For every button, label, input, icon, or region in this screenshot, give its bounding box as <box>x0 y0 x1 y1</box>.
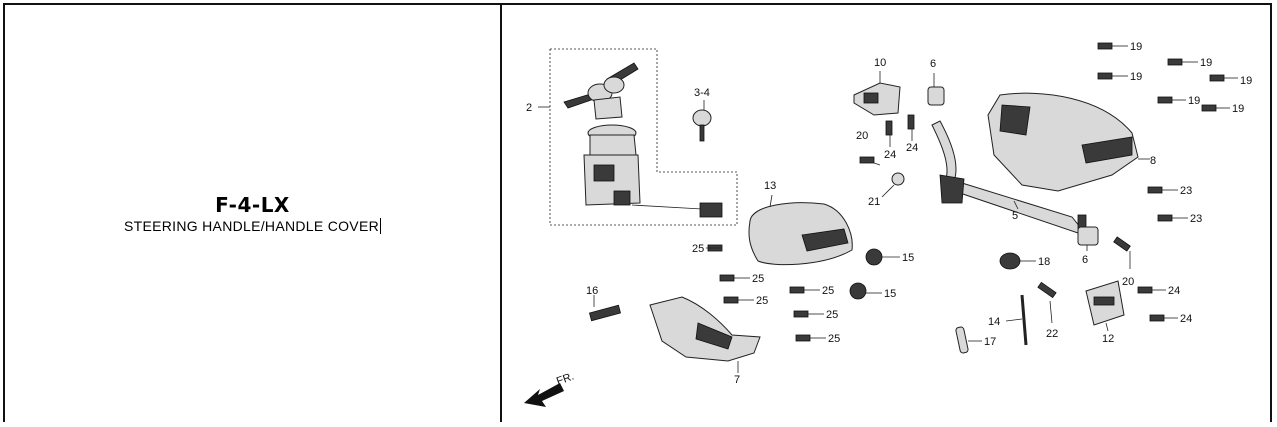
callout-21: 21 <box>868 196 880 208</box>
callout-20-lower: 20 <box>1122 276 1134 288</box>
grommet-18 <box>999 252 1036 270</box>
callout-23-a: 23 <box>1180 185 1192 197</box>
grommet-top <box>927 73 945 106</box>
callout-14: 14 <box>988 316 1000 328</box>
screws-24-lower <box>1137 286 1178 322</box>
bolt-16 <box>588 295 622 322</box>
front-direction-arrow <box>524 383 564 407</box>
callout-19-c: 19 <box>1130 71 1142 83</box>
key-switch-assembly <box>538 48 738 226</box>
callout-15-b: 15 <box>884 288 896 300</box>
callout-24-lower-a: 24 <box>1168 285 1180 297</box>
screws-25 <box>706 244 826 342</box>
callout-18: 18 <box>1038 256 1050 268</box>
callout-25-c: 25 <box>756 295 768 307</box>
exploded-parts-diagram: 2 3-4 10 6 20 24 24 21 13 5 8 19 19 19 1… <box>502 5 1270 422</box>
figure-code: F-4-LX <box>215 193 290 217</box>
callout-15-a: 15 <box>902 252 914 264</box>
callout-23-b: 23 <box>1190 213 1202 225</box>
switch-housing <box>853 71 901 116</box>
callout-24-lower-b: 24 <box>1180 313 1192 325</box>
callout-6-lower: 6 <box>1082 254 1088 266</box>
screws-19 <box>1097 42 1238 112</box>
rear-handle-cover <box>987 92 1150 192</box>
callout-17: 17 <box>984 336 996 348</box>
grommet-lower <box>1077 226 1099 251</box>
steering-handlebar <box>931 120 1087 234</box>
callout-13: 13 <box>764 180 776 192</box>
callout-24-top-left: 24 <box>884 149 896 161</box>
callout-25-a: 25 <box>692 243 704 255</box>
callout-2: 2 <box>526 102 532 114</box>
front-handle-cover <box>748 194 853 266</box>
callout-19-e: 19 <box>1188 95 1200 107</box>
bolt-22 <box>1037 281 1057 324</box>
rod-14 <box>1005 294 1028 346</box>
clip-17 <box>955 326 982 354</box>
callout-25-b: 25 <box>752 273 764 285</box>
ignition-key <box>692 100 712 142</box>
callout-8: 8 <box>1150 155 1156 167</box>
title-block: F-4-LX STEERING HANDLE/HANDLE COVER <box>5 193 500 235</box>
page-frame <box>3 3 1272 422</box>
callout-19-a: 19 <box>1130 41 1142 53</box>
bolts-center-upper <box>859 114 915 198</box>
callout-12: 12 <box>1102 333 1114 345</box>
callout-22: 22 <box>1046 328 1058 340</box>
screws-23 <box>1147 186 1188 222</box>
bolt-20-lower <box>1113 236 1131 269</box>
callout-5: 5 <box>1012 210 1018 222</box>
text-cursor <box>380 218 381 234</box>
callout-16: 16 <box>586 285 598 297</box>
callout-19-f: 19 <box>1232 103 1244 115</box>
callout-19-b: 19 <box>1200 57 1212 69</box>
callout-25-e: 25 <box>826 309 838 321</box>
callout-10: 10 <box>874 57 886 69</box>
callout-25-f: 25 <box>828 333 840 345</box>
lower-handle-cover <box>649 296 761 373</box>
callout-7: 7 <box>734 374 740 386</box>
figure-description-text: STEERING HANDLE/HANDLE COVER <box>123 218 379 234</box>
callout-6-top: 6 <box>930 58 936 70</box>
switch-cover-12 <box>1085 280 1125 332</box>
figure-description: STEERING HANDLE/HANDLE COVER <box>5 217 500 235</box>
panel-divider <box>500 5 502 422</box>
callout-24-top-right: 24 <box>906 142 918 154</box>
diagram-svg: 2 3-4 10 6 20 24 24 21 13 5 8 19 19 19 1… <box>524 41 1252 407</box>
nuts-15 <box>849 248 900 300</box>
callout-3-4: 3-4 <box>694 87 710 99</box>
callout-20-top: 20 <box>856 130 868 142</box>
direction-label: FR. <box>555 370 576 387</box>
callout-19-d: 19 <box>1240 75 1252 87</box>
callout-25-d: 25 <box>822 285 834 297</box>
